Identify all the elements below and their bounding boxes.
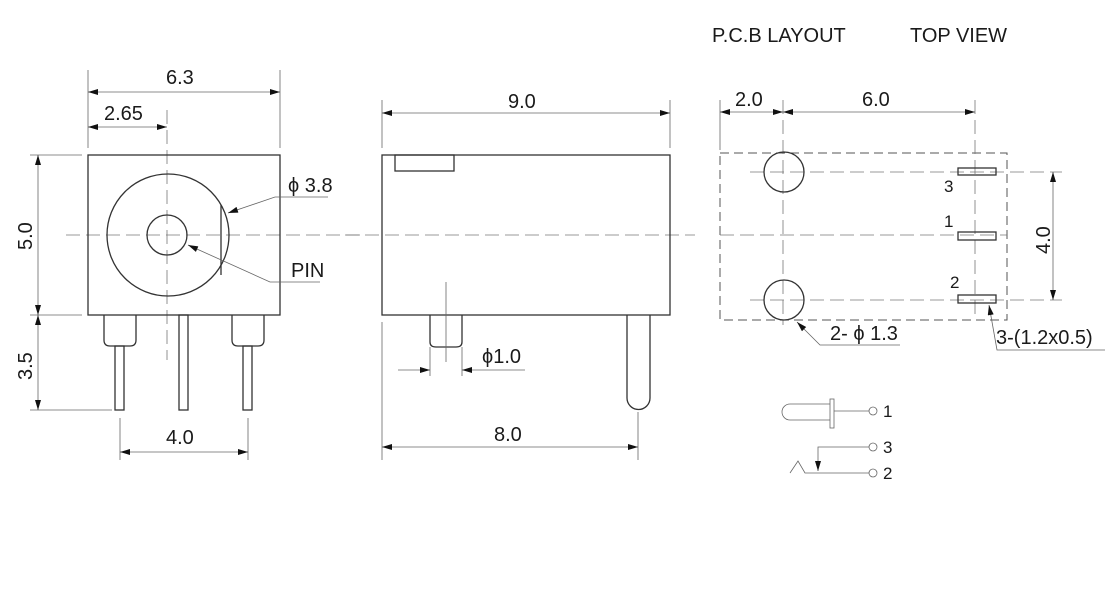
terminal-1: 1 bbox=[883, 402, 892, 421]
dim-pin-pitch: 4.0 bbox=[166, 427, 194, 449]
title-pcb-layout: P.C.B LAYOUT bbox=[712, 25, 846, 47]
dim-center-offset: 2.65 bbox=[104, 103, 143, 125]
dim-hole-offset: 2.0 bbox=[735, 89, 763, 111]
title-top-view: TOP VIEW bbox=[910, 25, 1007, 47]
dim-length: 9.0 bbox=[508, 91, 536, 113]
dim-pin-diameter: ϕ1.0 bbox=[482, 346, 521, 368]
dim-hole-diameter: ϕ 3.8 bbox=[288, 175, 333, 197]
dim-holes: 2- ϕ 1.3 bbox=[830, 323, 898, 345]
dim-width: 6.3 bbox=[166, 67, 194, 89]
terminal-2: 2 bbox=[883, 464, 892, 483]
dim-height: 5.0 bbox=[15, 222, 37, 250]
dim-pads: 3-(1.2x0.5) bbox=[996, 327, 1093, 349]
pad-label-1: 1 bbox=[944, 212, 953, 231]
dim-pin-position: 8.0 bbox=[494, 424, 522, 446]
dim-pad-pitch: 4.0 bbox=[1033, 226, 1055, 254]
pad-label-3: 3 bbox=[944, 177, 953, 196]
schematic-symbol: 1 3 2 bbox=[781, 398, 892, 483]
terminal-3: 3 bbox=[883, 438, 892, 457]
dim-pad-span: 6.0 bbox=[862, 89, 890, 111]
front-view: 6.3 2.65 5.0 3.5 4.0 ϕ 3.8 PIN bbox=[15, 67, 360, 460]
dim-pin-length: 3.5 bbox=[15, 352, 37, 380]
pad-label-2: 2 bbox=[950, 273, 959, 292]
pcb-layout: 3 1 2 2.0 6.0 4.0 2- ϕ 1.3 3-(1.2x0.5) bbox=[719, 89, 1105, 351]
pin-label: PIN bbox=[291, 260, 324, 282]
side-view: 9.0 8.0 ϕ1.0 bbox=[345, 91, 695, 460]
